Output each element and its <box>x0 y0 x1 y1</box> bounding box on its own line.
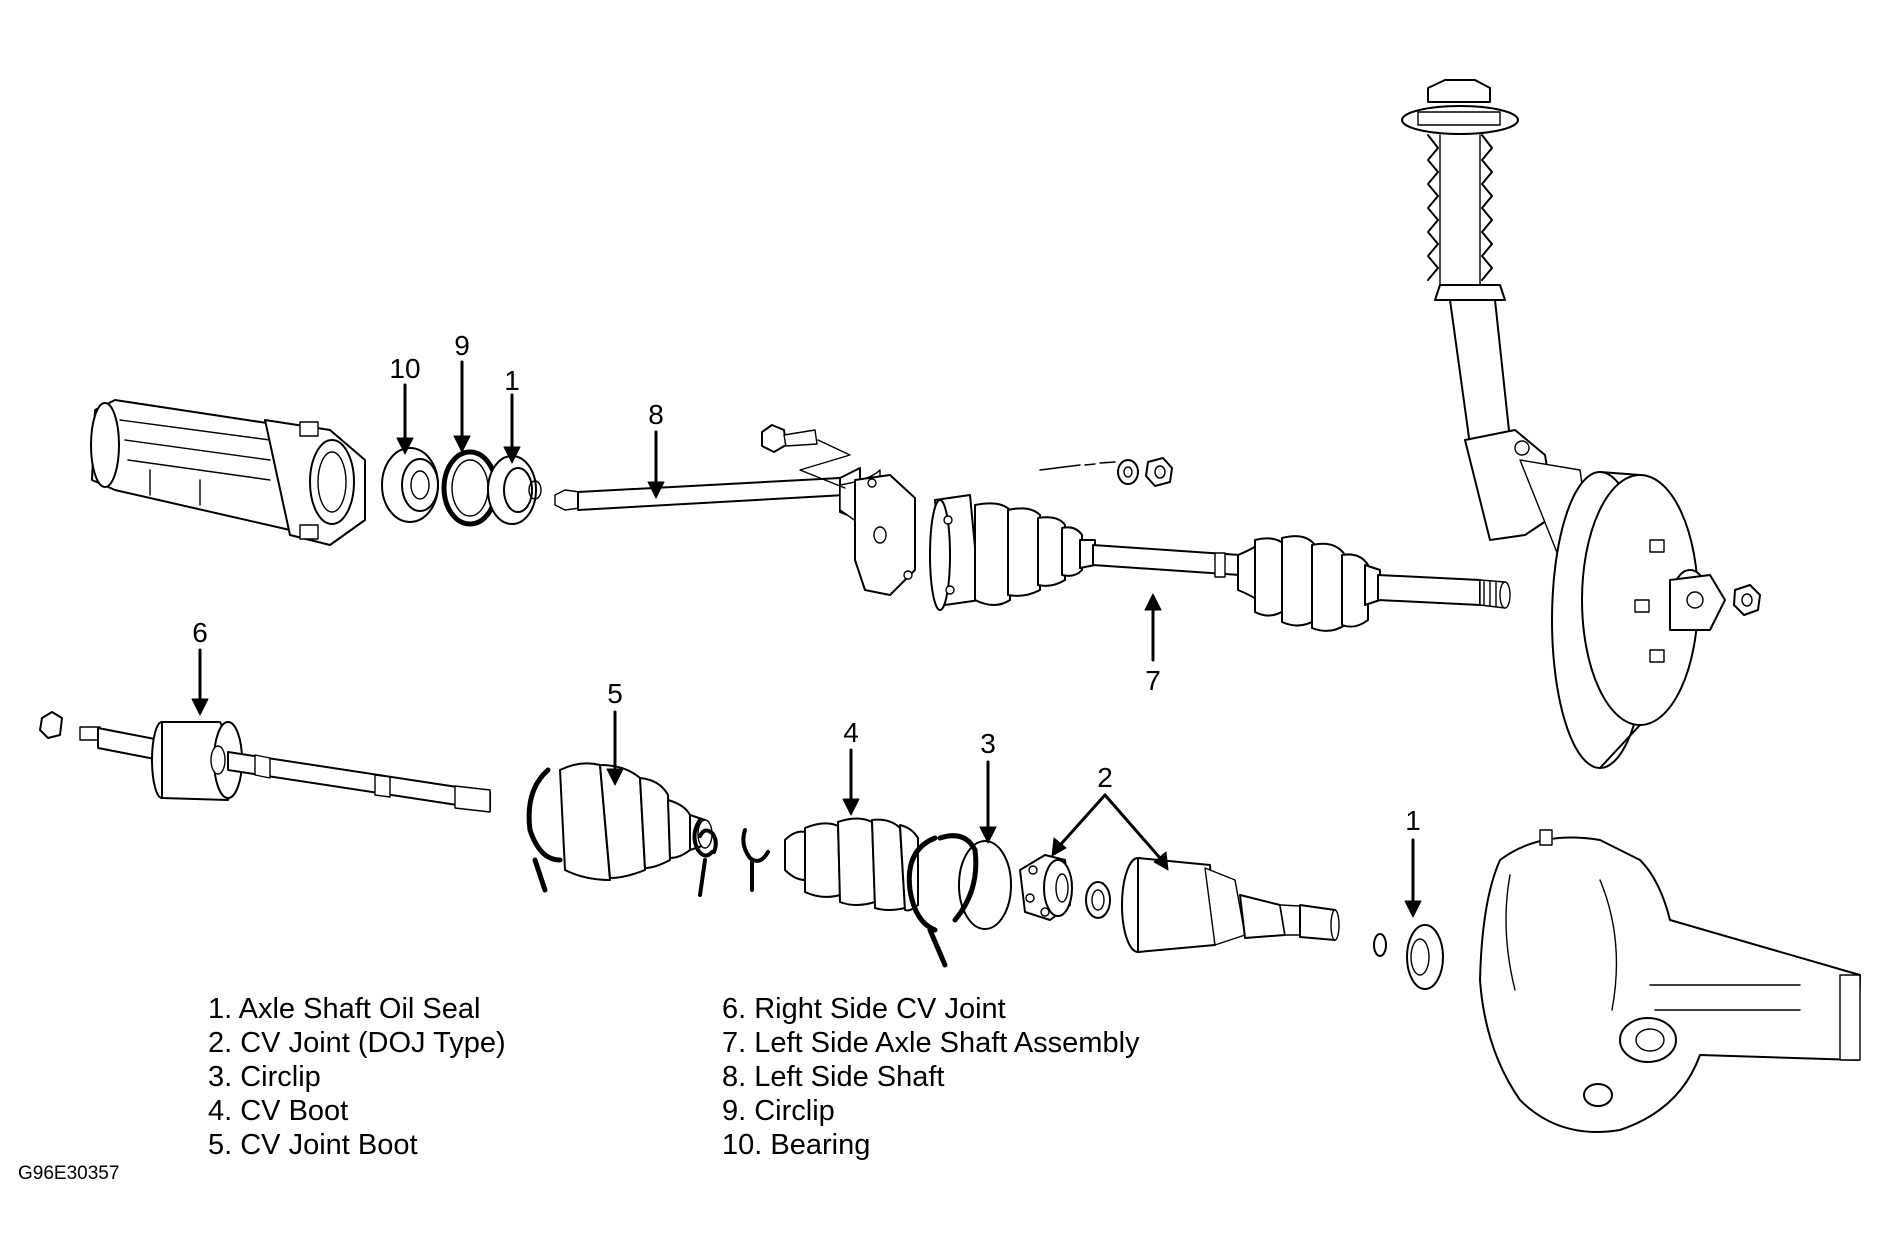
strut-hub-assembly <box>1401 79 1761 769</box>
callout-1-top: 1 <box>504 365 520 396</box>
oil-seal-part-top <box>487 455 542 525</box>
legend-right: 6. Right Side CV Joint 7. Left Side Axle… <box>722 992 1140 1162</box>
bearing-part <box>381 447 439 523</box>
cv-boot-part <box>784 817 979 968</box>
callout-10: 10 <box>389 353 420 384</box>
left-side-shaft-part <box>554 467 916 596</box>
legend-item: 6. Right Side CV Joint <box>722 993 1006 1025</box>
cv-joint-boot-part <box>526 762 718 893</box>
callout-9: 9 <box>454 330 470 361</box>
legend-item: 4. CV Boot <box>208 1095 349 1127</box>
callout-5: 5 <box>607 678 623 709</box>
callout-arrows <box>191 360 1422 918</box>
figure-code: G96E30357 <box>18 1163 120 1184</box>
legend-item: 8. Left Side Shaft <box>722 1061 945 1093</box>
callout-4: 4 <box>843 717 859 748</box>
axle-housing-tube <box>90 399 366 546</box>
legend-left: 1. Axle Shaft Oil Seal 2. CV Joint (DOJ … <box>208 992 506 1162</box>
callout-3: 3 <box>980 728 996 759</box>
legend-item: 3. Circlip <box>208 1061 321 1093</box>
legend-item: 5. CV Joint Boot <box>208 1129 418 1161</box>
cv-joint-doj-part <box>1019 854 1340 953</box>
legend-item: 9. Circlip <box>722 1095 835 1127</box>
flange-bolt-part <box>761 424 851 489</box>
legend-item: 1. Axle Shaft Oil Seal <box>208 993 481 1025</box>
boot-clamp-parts <box>692 818 770 897</box>
right-cv-joint-part <box>39 711 491 813</box>
callout-7: 7 <box>1145 665 1161 696</box>
legend-item: 7. Left Side Axle Shaft Assembly <box>722 1027 1140 1059</box>
differential-housing <box>1479 829 1861 1133</box>
circlip-part-bottom <box>958 840 1012 930</box>
oil-seal-part-bottom <box>1373 924 1444 990</box>
callout-8: 8 <box>648 399 664 430</box>
legend-item: 10. Bearing <box>722 1129 871 1161</box>
hub-nut-parts <box>1039 457 1173 487</box>
callout-6: 6 <box>192 617 208 648</box>
left-axle-assembly-part <box>929 494 1511 632</box>
callout-1-bottom: 1 <box>1405 805 1421 836</box>
callout-2: 2 <box>1097 762 1113 793</box>
legend-item: 2. CV Joint (DOJ Type) <box>208 1027 506 1059</box>
